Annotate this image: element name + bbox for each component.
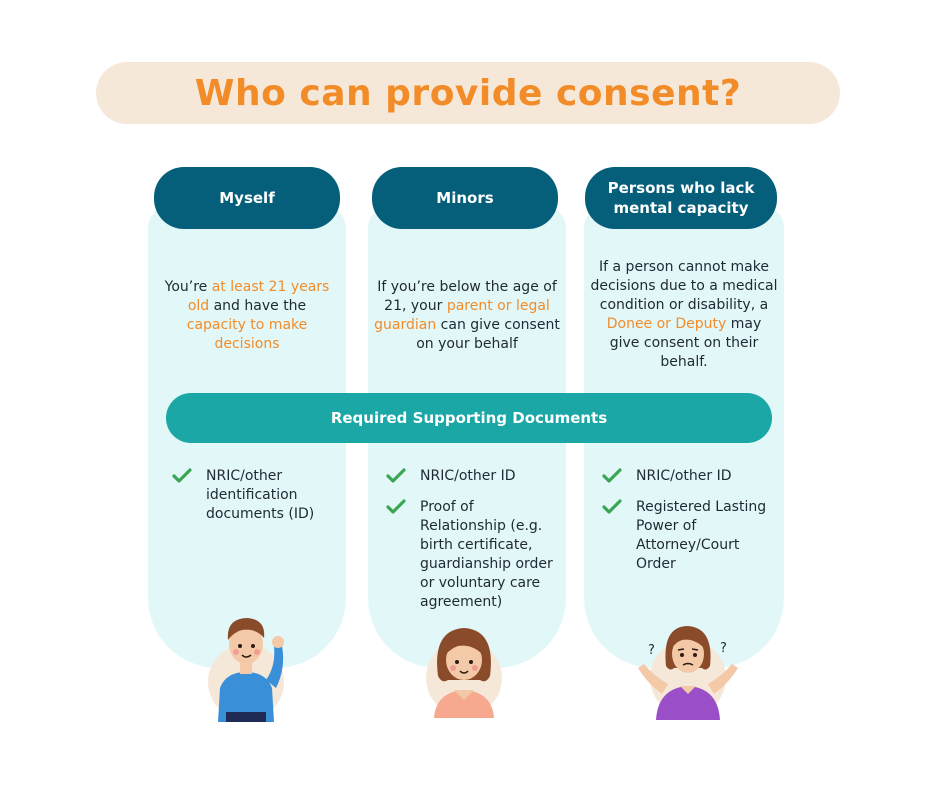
column-heading-myself: Myself bbox=[154, 167, 340, 229]
description-myself: You’re at least 21 years old and have th… bbox=[160, 278, 334, 354]
description-text: If a person cannot make decisions due to… bbox=[590, 259, 778, 313]
description-text: can give consent on your behalf bbox=[416, 317, 560, 352]
description-text: You’re bbox=[164, 279, 212, 295]
check-icon bbox=[386, 468, 406, 483]
description-text: If you’re below the age of 21, your bbox=[377, 279, 557, 314]
column-heading-mental-capacity: Persons who lack mental capacity bbox=[585, 167, 777, 229]
question-mark-left: ? bbox=[648, 643, 655, 658]
document-item-label: NRIC/other ID bbox=[636, 468, 732, 484]
documents-heading-bar: Required Supporting Documents bbox=[166, 393, 772, 443]
girl-illustration bbox=[426, 628, 502, 718]
person-waving-illustration bbox=[208, 618, 284, 722]
document-item: NRIC/other ID bbox=[602, 467, 778, 486]
column-heading-minors: Minors bbox=[372, 167, 558, 229]
check-icon bbox=[602, 468, 622, 483]
description-text: may give consent on their behalf. bbox=[609, 316, 762, 370]
document-item: Proof of Relationship (e.g. birth certif… bbox=[386, 498, 562, 612]
description-mental-capacity: If a person cannot make decisions due to… bbox=[590, 258, 778, 372]
documents-list-mental-capacity: NRIC/other ID Registered Lasting Power of… bbox=[602, 467, 778, 586]
page-title: Who can provide consent? bbox=[194, 72, 742, 114]
highlighted-text: capacity to make decisions bbox=[186, 317, 308, 352]
highlighted-text: parent or legal guardian bbox=[374, 298, 550, 333]
document-item-label: NRIC/other identification documents (ID) bbox=[206, 468, 315, 522]
description-minors: If you’re below the age of 21, your pare… bbox=[374, 278, 560, 354]
check-icon bbox=[602, 499, 622, 514]
document-item: NRIC/other identification documents (ID) bbox=[172, 467, 342, 524]
documents-list-myself: NRIC/other identification documents (ID) bbox=[172, 467, 342, 536]
document-item: NRIC/other ID bbox=[386, 467, 562, 486]
document-item: Registered Lasting Power of Attorney/Cou… bbox=[602, 498, 778, 574]
documents-list-minors: NRIC/other ID Proof of Relationship (e.g.… bbox=[386, 467, 562, 624]
documents-heading: Required Supporting Documents bbox=[330, 409, 608, 427]
confused-woman-illustration: ? ? bbox=[638, 626, 738, 720]
description-text: and have the bbox=[209, 298, 307, 314]
document-item-label: NRIC/other ID bbox=[420, 468, 516, 484]
document-item-label: Proof of Relationship (e.g. birth certif… bbox=[420, 499, 553, 610]
check-icon bbox=[386, 499, 406, 514]
question-mark-right: ? bbox=[720, 641, 727, 656]
check-icon bbox=[172, 468, 192, 483]
document-item-label: Registered Lasting Power of Attorney/Cou… bbox=[636, 499, 767, 572]
title-banner: Who can provide consent? bbox=[96, 62, 840, 124]
highlighted-text: at least 21 years old bbox=[187, 279, 330, 314]
highlighted-text: Donee or Deputy bbox=[606, 316, 727, 332]
